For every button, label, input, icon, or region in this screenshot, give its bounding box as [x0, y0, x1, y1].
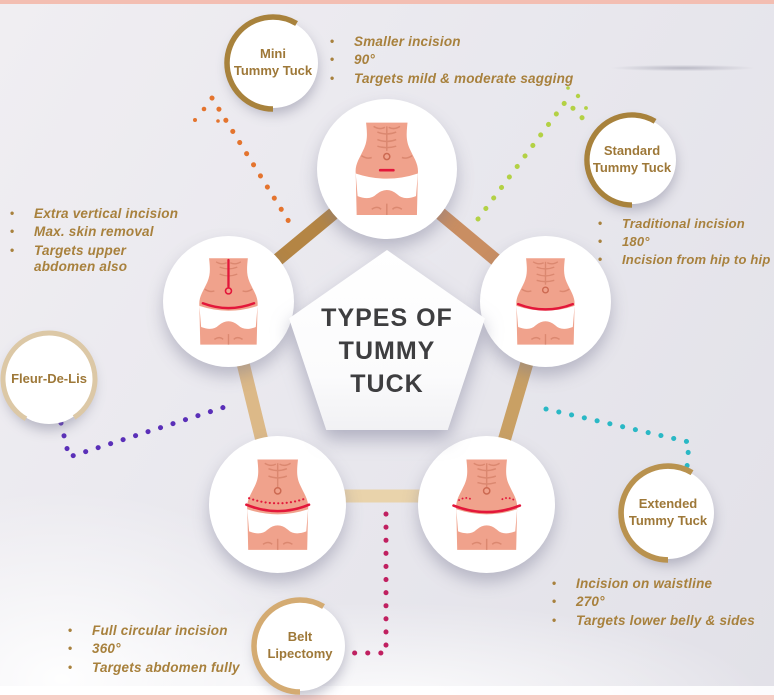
torso-illustration-mini-incision-icon [355, 122, 419, 216]
bullet-item: •Targets abdomen fully [68, 659, 240, 675]
bullet-item: •180° [598, 233, 650, 249]
bullets-fleur: •Extra vertical incision •Max. skin remo… [10, 206, 182, 278]
node-fleur-de-lis: Fleur-De-Lis [0, 330, 98, 428]
scatter-dot [584, 106, 588, 110]
bullet-item: •Incision on waistline [552, 576, 713, 591]
node-label: Mini Tummy Tuck [233, 46, 313, 78]
dotted-line-belt [344, 511, 389, 656]
node-extended-tummy-tuck: Extended Tummy Tuck [618, 463, 718, 563]
torso-circle-mini [317, 99, 457, 239]
node-label: Extended Tummy Tuck [628, 496, 708, 528]
bullet-item: •Targets upper abdomen also [10, 242, 128, 275]
node-mini-tummy-tuck: Mini Tummy Tuck [224, 14, 322, 112]
torso-circle-fleur [163, 236, 294, 367]
node-label: Standard Tummy Tuck [592, 143, 672, 175]
pentagon-shape: TYPES OF TUMMY TUCK [289, 250, 485, 430]
scatter-dot [201, 106, 207, 112]
bullet-item: •270° [552, 594, 605, 610]
bullet-item: •Smaller incision [330, 34, 461, 49]
top-right-card-shadow [592, 63, 774, 73]
torso-illustration-fleur-incision-icon [199, 258, 258, 345]
page-title-line: TUCK [350, 369, 424, 398]
bullet-item: •Full circular incision [68, 623, 228, 638]
bullet-item: •Incision from hip to hip [598, 251, 771, 267]
dotted-line-standard [475, 97, 593, 222]
bullets-standard: •Traditional incision •180° •Incision fr… [598, 216, 774, 270]
dotted-line-extended [543, 406, 692, 470]
scatter-dot [193, 118, 197, 122]
bullet-item: •Extra vertical incision [10, 206, 179, 221]
torso-circle-belt [209, 436, 346, 573]
bottom-white-band [0, 686, 774, 695]
torso-circle-standard [480, 236, 611, 367]
bullet-item: •360° [68, 641, 121, 657]
node-label: Fleur-De-Lis [11, 370, 87, 386]
dotted-line-mini [209, 95, 294, 228]
torso-illustration-standard-incision-icon [516, 258, 575, 345]
bullets-mini: •Smaller incision •90° •Targets mild & m… [330, 34, 592, 89]
pentagon-center: TYPES OF TUMMY TUCK [289, 250, 485, 430]
bullet-item: •Targets lower belly & sides [552, 612, 755, 628]
bullet-item: •Traditional incision [598, 216, 745, 231]
bullet-item: •90° [330, 52, 376, 68]
bottom-accent-strip [0, 695, 774, 700]
torso-circle-extended [418, 436, 555, 573]
top-accent-strip [0, 0, 774, 4]
scatter-dot [575, 93, 581, 99]
bullet-item: •Targets mild & moderate sagging [330, 70, 574, 86]
torso-illustration-extended-incision-icon [452, 459, 521, 550]
scatter-dot [216, 119, 220, 123]
torso-illustration-belt-incision-icon [244, 459, 311, 550]
node-standard-tummy-tuck: Standard Tummy Tuck [584, 112, 680, 208]
bullets-belt: •Full circular incision •360° •Targets a… [68, 623, 300, 678]
page-title-line: TUMMY [338, 336, 436, 365]
bullet-item: •Max. skin removal [10, 224, 154, 240]
page-title-line: TYPES OF [321, 303, 453, 332]
bullets-extended: •Incision on waistline •270° •Targets lo… [552, 576, 772, 631]
